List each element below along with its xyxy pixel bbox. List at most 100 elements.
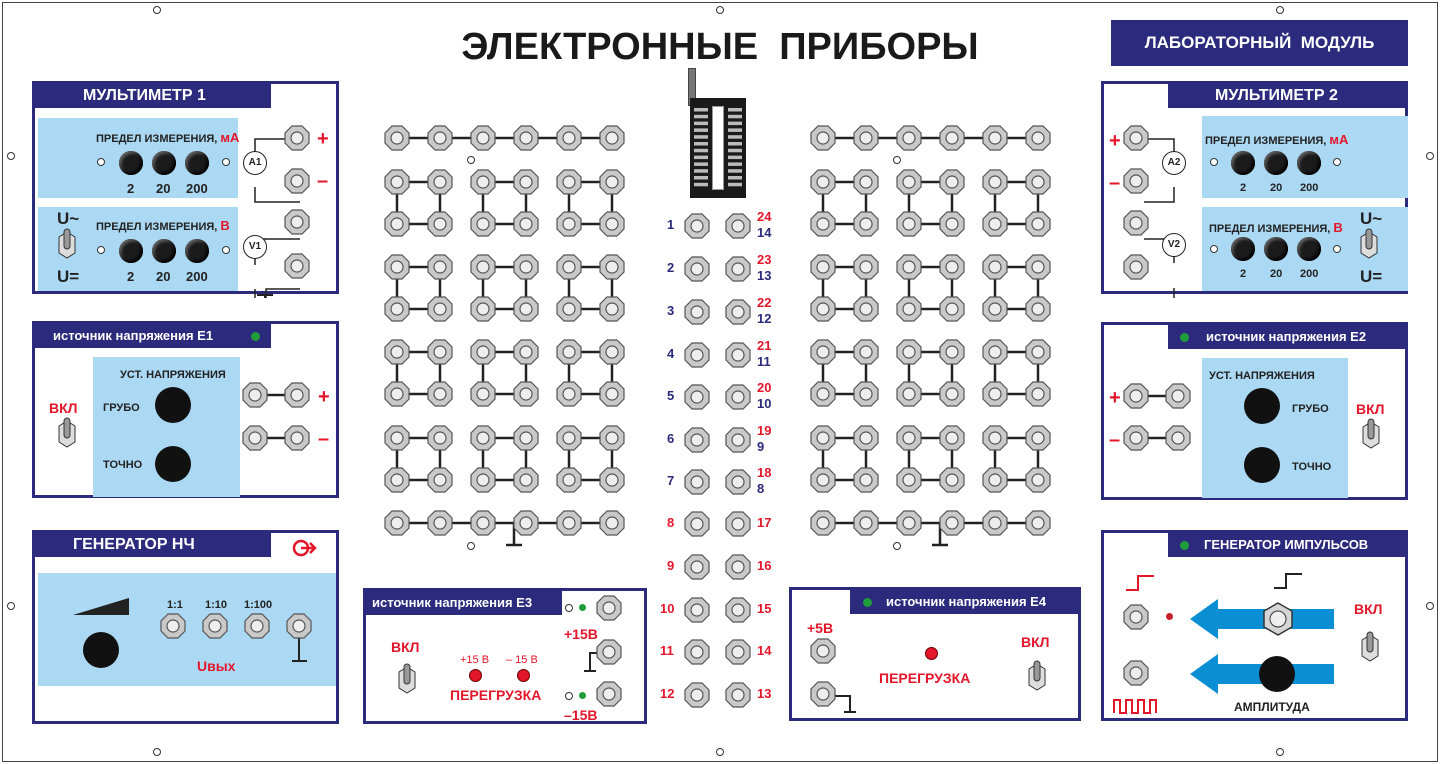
- m1-voltmeter-minus-socket[interactable]: [284, 253, 310, 279]
- breadboard-socket[interactable]: [810, 381, 836, 407]
- breadboard-socket[interactable]: [982, 467, 1008, 493]
- e1-plus-socket[interactable]: [242, 382, 268, 408]
- breadboard-socket[interactable]: [470, 381, 496, 407]
- m1-voltage-range-20-button[interactable]: [152, 239, 176, 263]
- e1-minus-socket[interactable]: [242, 425, 268, 451]
- breadboard-socket[interactable]: [982, 296, 1008, 322]
- e1-fine-knob[interactable]: [155, 446, 191, 482]
- breadboard-socket[interactable]: [556, 254, 582, 280]
- breadboard-socket[interactable]: [896, 125, 922, 151]
- breadboard-socket[interactable]: [810, 339, 836, 365]
- e4-power-toggle[interactable]: [1028, 660, 1046, 694]
- m1-voltmeter-plus-socket[interactable]: [284, 209, 310, 235]
- breadboard-socket[interactable]: [853, 467, 879, 493]
- breadboard-socket[interactable]: [853, 211, 879, 237]
- breadboard-socket[interactable]: [896, 510, 922, 536]
- e1-minus-socket[interactable]: [284, 425, 310, 451]
- breadboard-socket[interactable]: [1025, 254, 1051, 280]
- breadboard-socket[interactable]: [513, 296, 539, 322]
- m2-current-range-200-button[interactable]: [1297, 151, 1321, 175]
- breadboard-socket[interactable]: [1025, 425, 1051, 451]
- breadboard-socket[interactable]: [896, 381, 922, 407]
- amplitude-knob[interactable]: [1259, 656, 1295, 692]
- breadboard-socket[interactable]: [939, 381, 965, 407]
- breadboard-socket[interactable]: [982, 339, 1008, 365]
- m2-ammeter-plus-socket[interactable]: [1123, 125, 1149, 151]
- breadboard-socket[interactable]: [599, 125, 625, 151]
- breadboard-socket[interactable]: [556, 125, 582, 151]
- breadboard-socket[interactable]: [982, 211, 1008, 237]
- breadboard-socket[interactable]: [427, 339, 453, 365]
- breadboard-socket[interactable]: [1025, 339, 1051, 365]
- breadboard-socket[interactable]: [427, 125, 453, 151]
- dip-pin-socket[interactable]: [725, 256, 751, 282]
- breadboard-socket[interactable]: [599, 211, 625, 237]
- breadboard-socket[interactable]: [513, 125, 539, 151]
- breadboard-socket[interactable]: [470, 254, 496, 280]
- dip-pin-socket[interactable]: [684, 342, 710, 368]
- e2-coarse-knob[interactable]: [1244, 388, 1280, 424]
- breadboard-socket[interactable]: [599, 254, 625, 280]
- breadboard-socket[interactable]: [982, 169, 1008, 195]
- breadboard-socket[interactable]: [384, 169, 410, 195]
- breadboard-socket[interactable]: [939, 425, 965, 451]
- dip-pin-socket[interactable]: [725, 554, 751, 580]
- breadboard-socket[interactable]: [427, 254, 453, 280]
- breadboard-socket[interactable]: [982, 510, 1008, 536]
- breadboard-socket[interactable]: [896, 339, 922, 365]
- breadboard-socket[interactable]: [1025, 125, 1051, 151]
- breadboard-socket[interactable]: [384, 125, 410, 151]
- breadboard-socket[interactable]: [427, 169, 453, 195]
- breadboard-socket[interactable]: [982, 125, 1008, 151]
- breadboard-socket[interactable]: [470, 296, 496, 322]
- breadboard-socket[interactable]: [982, 254, 1008, 280]
- breadboard-socket[interactable]: [939, 254, 965, 280]
- breadboard-socket[interactable]: [810, 467, 836, 493]
- pulsegen-single-socket[interactable]: [1123, 604, 1149, 630]
- lfgen-out-1-10-socket[interactable]: [202, 613, 228, 639]
- breadboard-socket[interactable]: [1025, 381, 1051, 407]
- breadboard-socket[interactable]: [810, 254, 836, 280]
- lfgen-out-1-1-socket[interactable]: [160, 613, 186, 639]
- breadboard-socket[interactable]: [1025, 467, 1051, 493]
- breadboard-socket[interactable]: [599, 381, 625, 407]
- e1-plus-socket[interactable]: [284, 382, 310, 408]
- breadboard-socket[interactable]: [1025, 510, 1051, 536]
- pulsegen-train-socket[interactable]: [1123, 660, 1149, 686]
- dip-pin-socket[interactable]: [684, 682, 710, 708]
- breadboard-socket[interactable]: [470, 425, 496, 451]
- dip-pin-socket[interactable]: [725, 511, 751, 537]
- dip-pin-socket[interactable]: [684, 427, 710, 453]
- breadboard-socket[interactable]: [939, 296, 965, 322]
- dip-pin-socket[interactable]: [684, 256, 710, 282]
- breadboard-socket[interactable]: [556, 169, 582, 195]
- e2-minus-socket[interactable]: [1123, 425, 1149, 451]
- breadboard-socket[interactable]: [896, 254, 922, 280]
- dip-pin-socket[interactable]: [684, 384, 710, 410]
- breadboard-socket[interactable]: [896, 425, 922, 451]
- breadboard-socket[interactable]: [427, 296, 453, 322]
- breadboard-socket[interactable]: [470, 510, 496, 536]
- breadboard-socket[interactable]: [939, 169, 965, 195]
- breadboard-socket[interactable]: [599, 339, 625, 365]
- e4-plus5-socket[interactable]: [810, 638, 836, 664]
- m2-ammeter-minus-socket[interactable]: [1123, 168, 1149, 194]
- breadboard-socket[interactable]: [810, 169, 836, 195]
- breadboard-socket[interactable]: [427, 467, 453, 493]
- dip-pin-socket[interactable]: [684, 554, 710, 580]
- breadboard-socket[interactable]: [810, 211, 836, 237]
- m1-voltage-range-2-button[interactable]: [119, 239, 143, 263]
- breadboard-socket[interactable]: [939, 339, 965, 365]
- breadboard-socket[interactable]: [853, 296, 879, 322]
- breadboard-socket[interactable]: [556, 296, 582, 322]
- m1-ammeter-plus-socket[interactable]: [284, 125, 310, 151]
- breadboard-socket[interactable]: [810, 510, 836, 536]
- breadboard-socket[interactable]: [599, 510, 625, 536]
- dip-pin-socket[interactable]: [684, 299, 710, 325]
- m2-voltmeter-minus-socket[interactable]: [1123, 254, 1149, 280]
- breadboard-socket[interactable]: [982, 381, 1008, 407]
- breadboard-socket[interactable]: [599, 296, 625, 322]
- dip-pin-socket[interactable]: [725, 427, 751, 453]
- m2-voltage-range-20-button[interactable]: [1264, 237, 1288, 261]
- dip-pin-socket[interactable]: [684, 213, 710, 239]
